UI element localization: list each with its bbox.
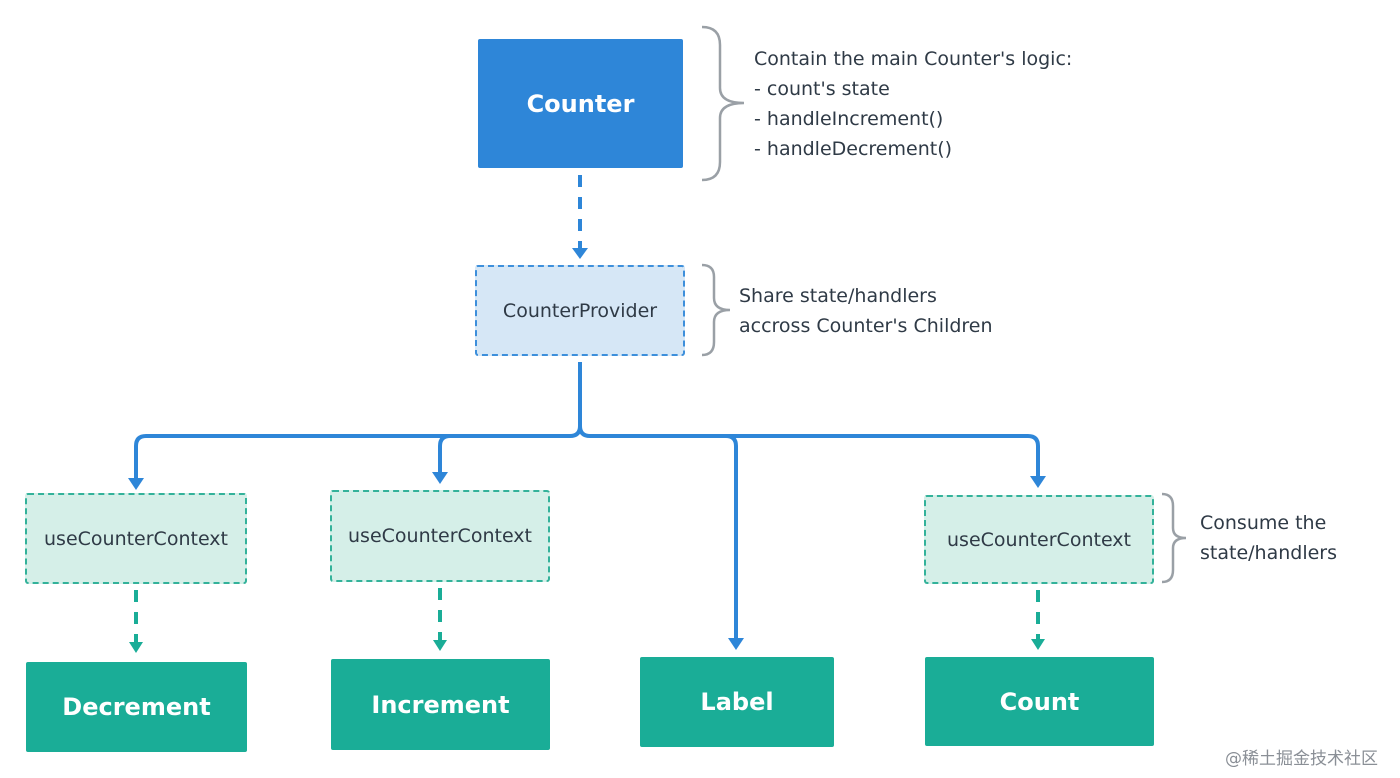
arrowhead-context-to-decrement: [129, 642, 143, 653]
provider-note-line: accross Counter's Children: [739, 315, 993, 337]
count-node: Count: [925, 657, 1154, 746]
branch-right: [578, 425, 1040, 478]
counter-node-label: Counter: [526, 89, 635, 118]
counter-provider-node: CounterProvider: [475, 265, 685, 356]
counter-note-line: - handleDecrement(): [754, 138, 953, 160]
provider-note: Share state/handlers accross Counter's C…: [739, 281, 993, 341]
increment-node: Increment: [331, 659, 550, 750]
consume-note: Consume the state/handlers: [1200, 508, 1337, 568]
branch-to-label: [725, 434, 738, 640]
arrowhead-context-to-count: [1031, 639, 1045, 650]
counter-node: Counter: [478, 39, 683, 168]
consume-note-line: state/handlers: [1200, 542, 1337, 564]
consume-note-line: Consume the: [1200, 512, 1327, 534]
counter-note-line: - handleIncrement(): [754, 108, 944, 130]
count-context-node: useCounterContext: [924, 495, 1154, 584]
decrement-context-label: useCounterContext: [44, 527, 228, 550]
brace-counter-note: [701, 25, 745, 182]
arrowhead-to-label: [728, 638, 744, 650]
counter-note: Contain the main Counter's logic: - coun…: [754, 44, 1072, 164]
counter-note-line: Contain the main Counter's logic:: [754, 48, 1073, 70]
watermark-text: @稀土掘金技术社区: [1225, 749, 1378, 769]
label-node-label: Label: [700, 688, 774, 716]
counter-note-line: - count's state: [754, 78, 890, 100]
brace-provider-note: [701, 263, 731, 357]
count-node-label: Count: [999, 687, 1080, 716]
provider-note-line: Share state/handlers: [739, 285, 937, 307]
arrowhead-to-increment-context: [432, 472, 448, 484]
increment-node-label: Increment: [371, 690, 510, 719]
count-context-label: useCounterContext: [947, 528, 1131, 551]
label-node: Label: [640, 657, 834, 747]
decrement-node: Decrement: [26, 662, 247, 752]
watermark: @稀土掘金技术社区: [1225, 750, 1378, 768]
decrement-node-label: Decrement: [62, 693, 211, 721]
arrowhead-to-count-context: [1030, 476, 1046, 488]
increment-context-label: useCounterContext: [348, 525, 532, 547]
arrowhead-to-decrement-context: [128, 478, 144, 490]
arrowhead-context-to-increment: [433, 640, 447, 651]
brace-consume-note: [1161, 492, 1187, 584]
increment-context-node: useCounterContext: [330, 490, 550, 582]
decrement-context-node: useCounterContext: [25, 493, 247, 584]
arrowhead-counter-to-provider: [572, 248, 588, 259]
branch-to-increment-context: [438, 434, 451, 474]
counter-provider-node-label: CounterProvider: [502, 299, 658, 322]
tree-trunk: [134, 362, 582, 480]
